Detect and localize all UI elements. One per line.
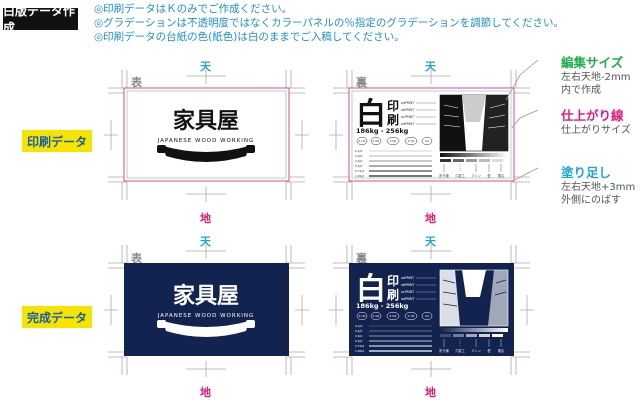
brand-subtext: JAPANESE WOOD WORKING (157, 313, 255, 319)
callout-trim-line: 仕上がり線 仕上がりサイズ (561, 105, 631, 137)
circle-label: 0.3pt (373, 314, 380, 318)
kanji-print-1: 印 (387, 274, 399, 288)
back-label: 裏 (356, 252, 367, 265)
callout-edit-size: 編集サイズ 左右天地-2mm 内で作成 (561, 52, 630, 97)
kanji-print-2: 刷 (387, 113, 399, 127)
circle-label: 0.1pt (359, 139, 366, 143)
bottom-label-item: 角丸 (498, 348, 505, 353)
row-label: abPRINT (401, 283, 414, 287)
gradient-bar (440, 328, 508, 332)
bottom-label-item: 角丸 (498, 173, 505, 178)
big-char: 白 (356, 97, 386, 132)
circle-label: 0.7pt (408, 139, 415, 143)
line-label: 0.5pt (355, 164, 363, 168)
circle-label: 1pt (425, 314, 429, 318)
big-char: 白 (356, 272, 386, 307)
print-back-card: 白 印 刷 186kg - 256kg aaPRINT abPRINT acPR… (329, 68, 530, 202)
bottom-label: 地 (200, 212, 211, 225)
kanji-print-2: 刷 (387, 288, 399, 302)
print-data-label: 印刷データ (22, 130, 92, 152)
weight-text: 186kg - 256kg (356, 127, 409, 135)
brand-subtext: JAPANESE WOOD WORKING (157, 138, 255, 144)
finished-back-card: 白 印 刷 186kg - 256kg aaPRINT abPRINT acPR… (329, 243, 534, 377)
row-label: acPRINT (401, 115, 414, 119)
bottom-label: 地 (425, 386, 436, 399)
callout-desc: 左右天地-2mm (561, 72, 631, 83)
bottom-label-item: 型 (487, 348, 491, 353)
line-label: 0.5pt (355, 339, 363, 343)
print-front-card: 家具屋 JAPANESE WOOD WORKING (104, 68, 309, 202)
line-label: 0.1pt (355, 149, 363, 153)
row-label: adPRINT (401, 297, 414, 301)
bottom-label-item: 型 (487, 173, 491, 178)
bottom-label-item: 折り線 (439, 348, 449, 353)
bottom-label-item: 穴抜工 (455, 348, 465, 353)
line-label: 0.2pt (355, 329, 363, 333)
bottom-label: 地 (425, 212, 436, 225)
line-label: 1.00pt (355, 174, 365, 178)
finished-front-card: 家具屋 JAPANESE WOOD WORKING (104, 243, 309, 377)
callout-desc: 外側にのばす (561, 195, 621, 206)
line-label: 0.1pt (355, 324, 363, 328)
callout-title: 編集サイズ (561, 55, 624, 70)
circle-label: 0.7pt (408, 314, 415, 318)
saw-icon (163, 146, 249, 162)
back-label: 裏 (356, 76, 367, 89)
saw-icon (163, 321, 249, 337)
circle-label: 0.5pt (390, 314, 397, 318)
line-label: 0.75pt (355, 169, 365, 173)
row-label: abPRINT (401, 108, 414, 112)
line-label: 0.75pt (355, 344, 365, 348)
callout-desc: 仕上がりサイズ (561, 125, 631, 136)
row-label: adPRINT (401, 122, 414, 126)
line-label: 0.2pt (355, 154, 363, 158)
row-label: aaPRINT (401, 101, 414, 105)
circle-label: 0.5pt (390, 139, 397, 143)
front-label: 表 (131, 252, 142, 265)
row-label: aaPRINT (401, 276, 414, 280)
bottom-label: 地 (200, 386, 211, 399)
bottom-label-item: 穴抜工 (455, 173, 465, 178)
top-label: 天 (425, 235, 436, 248)
row-label: acPRINT (401, 290, 414, 294)
note-line: ◎印刷データの台紙の色(紙色)は白のままでご入稿してください。 (94, 31, 405, 43)
line-label: 1.00pt (355, 349, 365, 353)
callout-desc: 内で作成 (561, 85, 601, 96)
callout-title: 塗り足し (561, 165, 612, 180)
brand-text: 家具屋 (173, 283, 239, 309)
circle-label: 0.1pt (359, 314, 366, 318)
bottom-label-item: ミシン (471, 174, 481, 178)
notes-block: ◎印刷データはＫのみでご作成ください。 ◎グラデーションは不透明度ではなくカラー… (94, 2, 564, 44)
top-label: 天 (200, 60, 211, 73)
note-line: ◎印刷データはＫのみでご作成ください。 (94, 3, 293, 15)
callout-desc: 左右天地+3mm (561, 182, 636, 193)
bottom-label-item: ミシン (471, 349, 481, 353)
top-label: 天 (425, 60, 436, 73)
line-label: 0.3pt (355, 159, 363, 163)
weight-text: 186kg - 256kg (356, 302, 409, 310)
note-line: ◎グラデーションは不透明度ではなくカラーパネルの％指定のグラデーションを調節して… (94, 17, 565, 29)
front-label: 表 (131, 76, 142, 89)
kanji-print-1: 印 (387, 99, 399, 113)
circle-label: 1pt (425, 139, 429, 143)
gradient-bar (440, 153, 508, 157)
callout-bleed: 塗り足し 左右天地+3mm 外側にのばす (561, 162, 635, 207)
bottom-label-item: 折り線 (439, 173, 449, 178)
top-label: 天 (200, 235, 211, 248)
finished-data-label: 完成データ (22, 306, 92, 328)
callout-title: 仕上がり線 (561, 108, 624, 123)
line-label: 0.3pt (355, 334, 363, 338)
brand-text: 家具屋 (173, 108, 239, 134)
circle-label: 0.3pt (373, 139, 380, 143)
